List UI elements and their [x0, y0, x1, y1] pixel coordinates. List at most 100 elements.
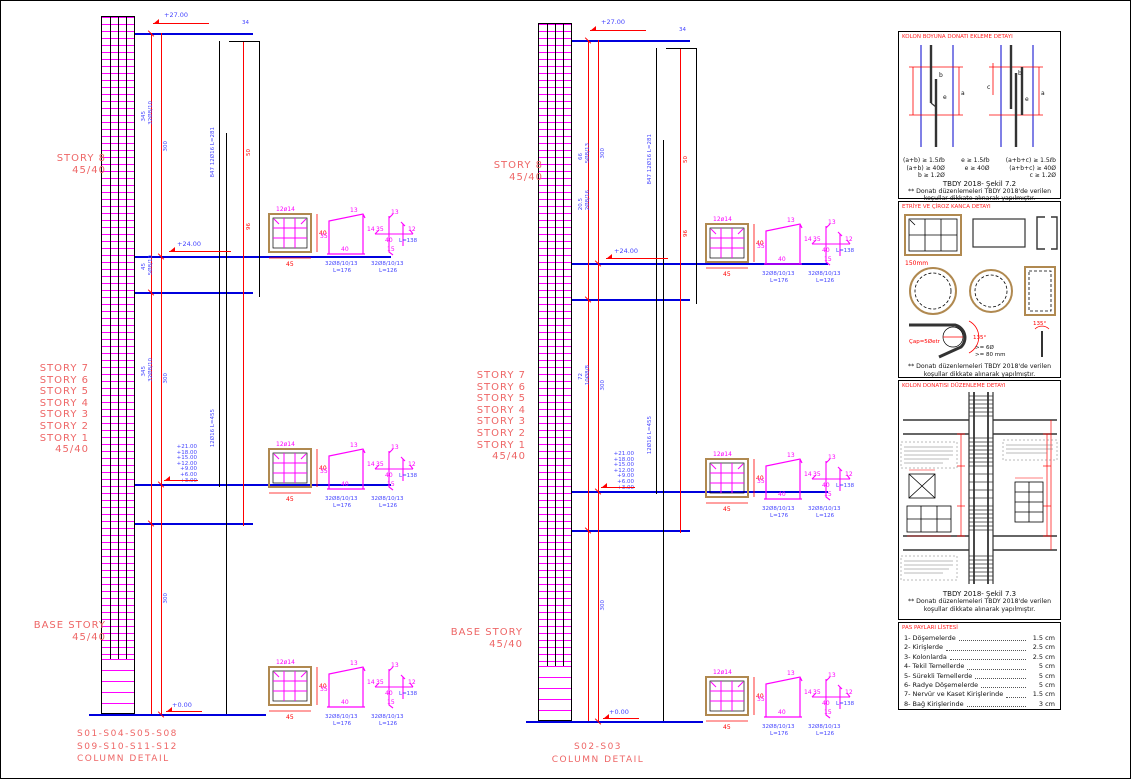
stirrup-zone-spec: 32Ø8/10	[148, 101, 154, 125]
svg-text:b: b	[939, 72, 943, 79]
figure-caption: TBDY 2018- Şekil 7.2	[942, 179, 1017, 188]
roof-slab-line	[135, 33, 253, 35]
rebar-line	[226, 133, 227, 714]
figure-caption: TBDY 2018- Şekil 7.3	[942, 590, 1017, 598]
slab-line	[572, 299, 690, 301]
zone-dim: 20.5	[578, 198, 584, 211]
svg-text:e: e	[1025, 96, 1029, 103]
lap-dim: 96	[683, 230, 689, 237]
story-height-dim: 300	[600, 380, 606, 391]
zone-dim: 345	[141, 366, 147, 377]
lap-dim: 50	[246, 149, 252, 156]
slab-line	[135, 292, 253, 294]
panel-note: ** Donatı düzenlemeleri TBDY 2018'de ver…	[908, 598, 1051, 613]
hook-angle-label: 135°	[973, 335, 986, 341]
rebar-line	[219, 41, 220, 487]
panel-title: KOLON DONATISI DÜZENLEME DETAYI	[902, 383, 1006, 389]
elevation-label: +27.00	[164, 11, 189, 19]
hook-min2: >= 80 mm	[975, 352, 1005, 358]
column-detail-caption: S01-S04-S05-S08 S09-S10-S11-S12 COLUMN D…	[77, 729, 178, 764]
column-elevation-strip	[538, 23, 572, 721]
stirrup-zone-spec: 5Ø8/13	[585, 143, 591, 164]
story-height-dim: 300	[163, 593, 169, 604]
panel-title: PAS PAYLARI LİSTESİ	[902, 625, 958, 631]
column-elevation-strip	[101, 16, 135, 714]
rebar-callout: 847 12Ø16 L=281	[647, 134, 653, 185]
story-height-dim: 300	[163, 141, 169, 152]
spiral-dim: 150mm	[905, 260, 928, 267]
zone-dim: 72	[578, 373, 584, 380]
slab-line	[572, 530, 690, 532]
svg-text:e: e	[943, 94, 947, 101]
hook-angle2-label: 135°	[1033, 321, 1046, 327]
panel-title: ETRİYE VE ÇİROZ KANCA DETAYI	[902, 204, 991, 210]
svg-text:a: a	[1041, 90, 1045, 97]
story-height-dim: 300	[163, 373, 169, 384]
hook-dim: 34	[679, 27, 686, 33]
rebar-line	[663, 140, 664, 721]
elevation-label: +0.00	[172, 701, 192, 709]
stirrup-zone-spec: 10Ø8/8	[585, 365, 591, 386]
elevation-label: +24.00	[177, 240, 202, 248]
splice-diagrams: b e a b c e a	[909, 45, 1045, 147]
section-trio-mid	[268, 440, 417, 509]
base-slab-line	[89, 714, 266, 716]
story-height-dim: 300	[600, 600, 606, 611]
stirrup-zone-spec: 2Ø8/16	[585, 190, 591, 211]
column-detail-caption: S02-S03 COLUMN DETAIL	[551, 742, 645, 765]
hook-diagrams: 150mm Çap=5Øetr 135° >= 6Ø >= 80 mm 135°	[904, 214, 1058, 359]
dimension-line	[243, 41, 244, 526]
section-trio-top	[268, 205, 417, 274]
stirrup-zone-spec: 5Ø8/10	[148, 255, 154, 276]
dimension-line	[588, 40, 589, 721]
roof-slab-line	[572, 40, 690, 42]
svg-text:b: b	[1018, 70, 1022, 77]
hook-dim: 34	[242, 20, 249, 26]
rebar-callout: 12Ø16 L=455	[210, 409, 216, 448]
confinement-detail-panel: KOLON DONATISI DÜZENLEME DETAYI	[898, 380, 1061, 620]
dimension-line	[161, 33, 162, 714]
mid-column-assembly: +27.00 +24.00 +0.00 +21.00+18.00 +15.00+…	[438, 8, 888, 778]
rebar-line	[656, 48, 657, 494]
zone-dim: 45	[141, 263, 147, 270]
confinement-diagram	[900, 392, 1058, 584]
zone-dim: 66	[578, 153, 584, 160]
slab-line	[572, 491, 828, 493]
slab-line	[135, 523, 253, 525]
svg-text:c: c	[987, 84, 990, 91]
elevation-label: +24.00	[614, 247, 639, 255]
typical-elevations: +21.00+18.00 +15.00+12.00 +9.00+6.00 +3.…	[613, 451, 634, 490]
panel-note: ** Donatı düzenlemeleri TBDY 2018'de ver…	[908, 363, 1051, 378]
panel-title: KOLON BOYUNA DONATI EKLEME DETAYI	[902, 34, 1013, 40]
typical-elevations: +21.00+18.00 +15.00+12.00 +9.00+6.00 +3.…	[176, 444, 197, 483]
section-trio-top	[705, 215, 854, 284]
left-column-assembly: +27.00 +24.00 +0.00 +21.00+18.00 +15.00+…	[1, 1, 451, 778]
hook-bar	[229, 41, 259, 42]
zone-dim: 345	[141, 111, 147, 122]
section-trio-base	[705, 668, 854, 737]
section-trio-mid	[705, 450, 854, 519]
column-base-stub	[102, 659, 134, 713]
hook-min1: >= 6Ø	[975, 344, 994, 351]
slab-line	[572, 263, 828, 265]
story-height-dim: 300	[600, 148, 606, 159]
dimension-line	[151, 33, 152, 714]
base-slab-line	[526, 721, 703, 723]
column-base-stub	[539, 666, 571, 720]
stirrup-zone-spec: 32Ø8/10	[148, 358, 154, 382]
elevation-label: +27.00	[601, 18, 626, 26]
lap-dim: 50	[683, 156, 689, 163]
hook-bar	[696, 48, 697, 304]
